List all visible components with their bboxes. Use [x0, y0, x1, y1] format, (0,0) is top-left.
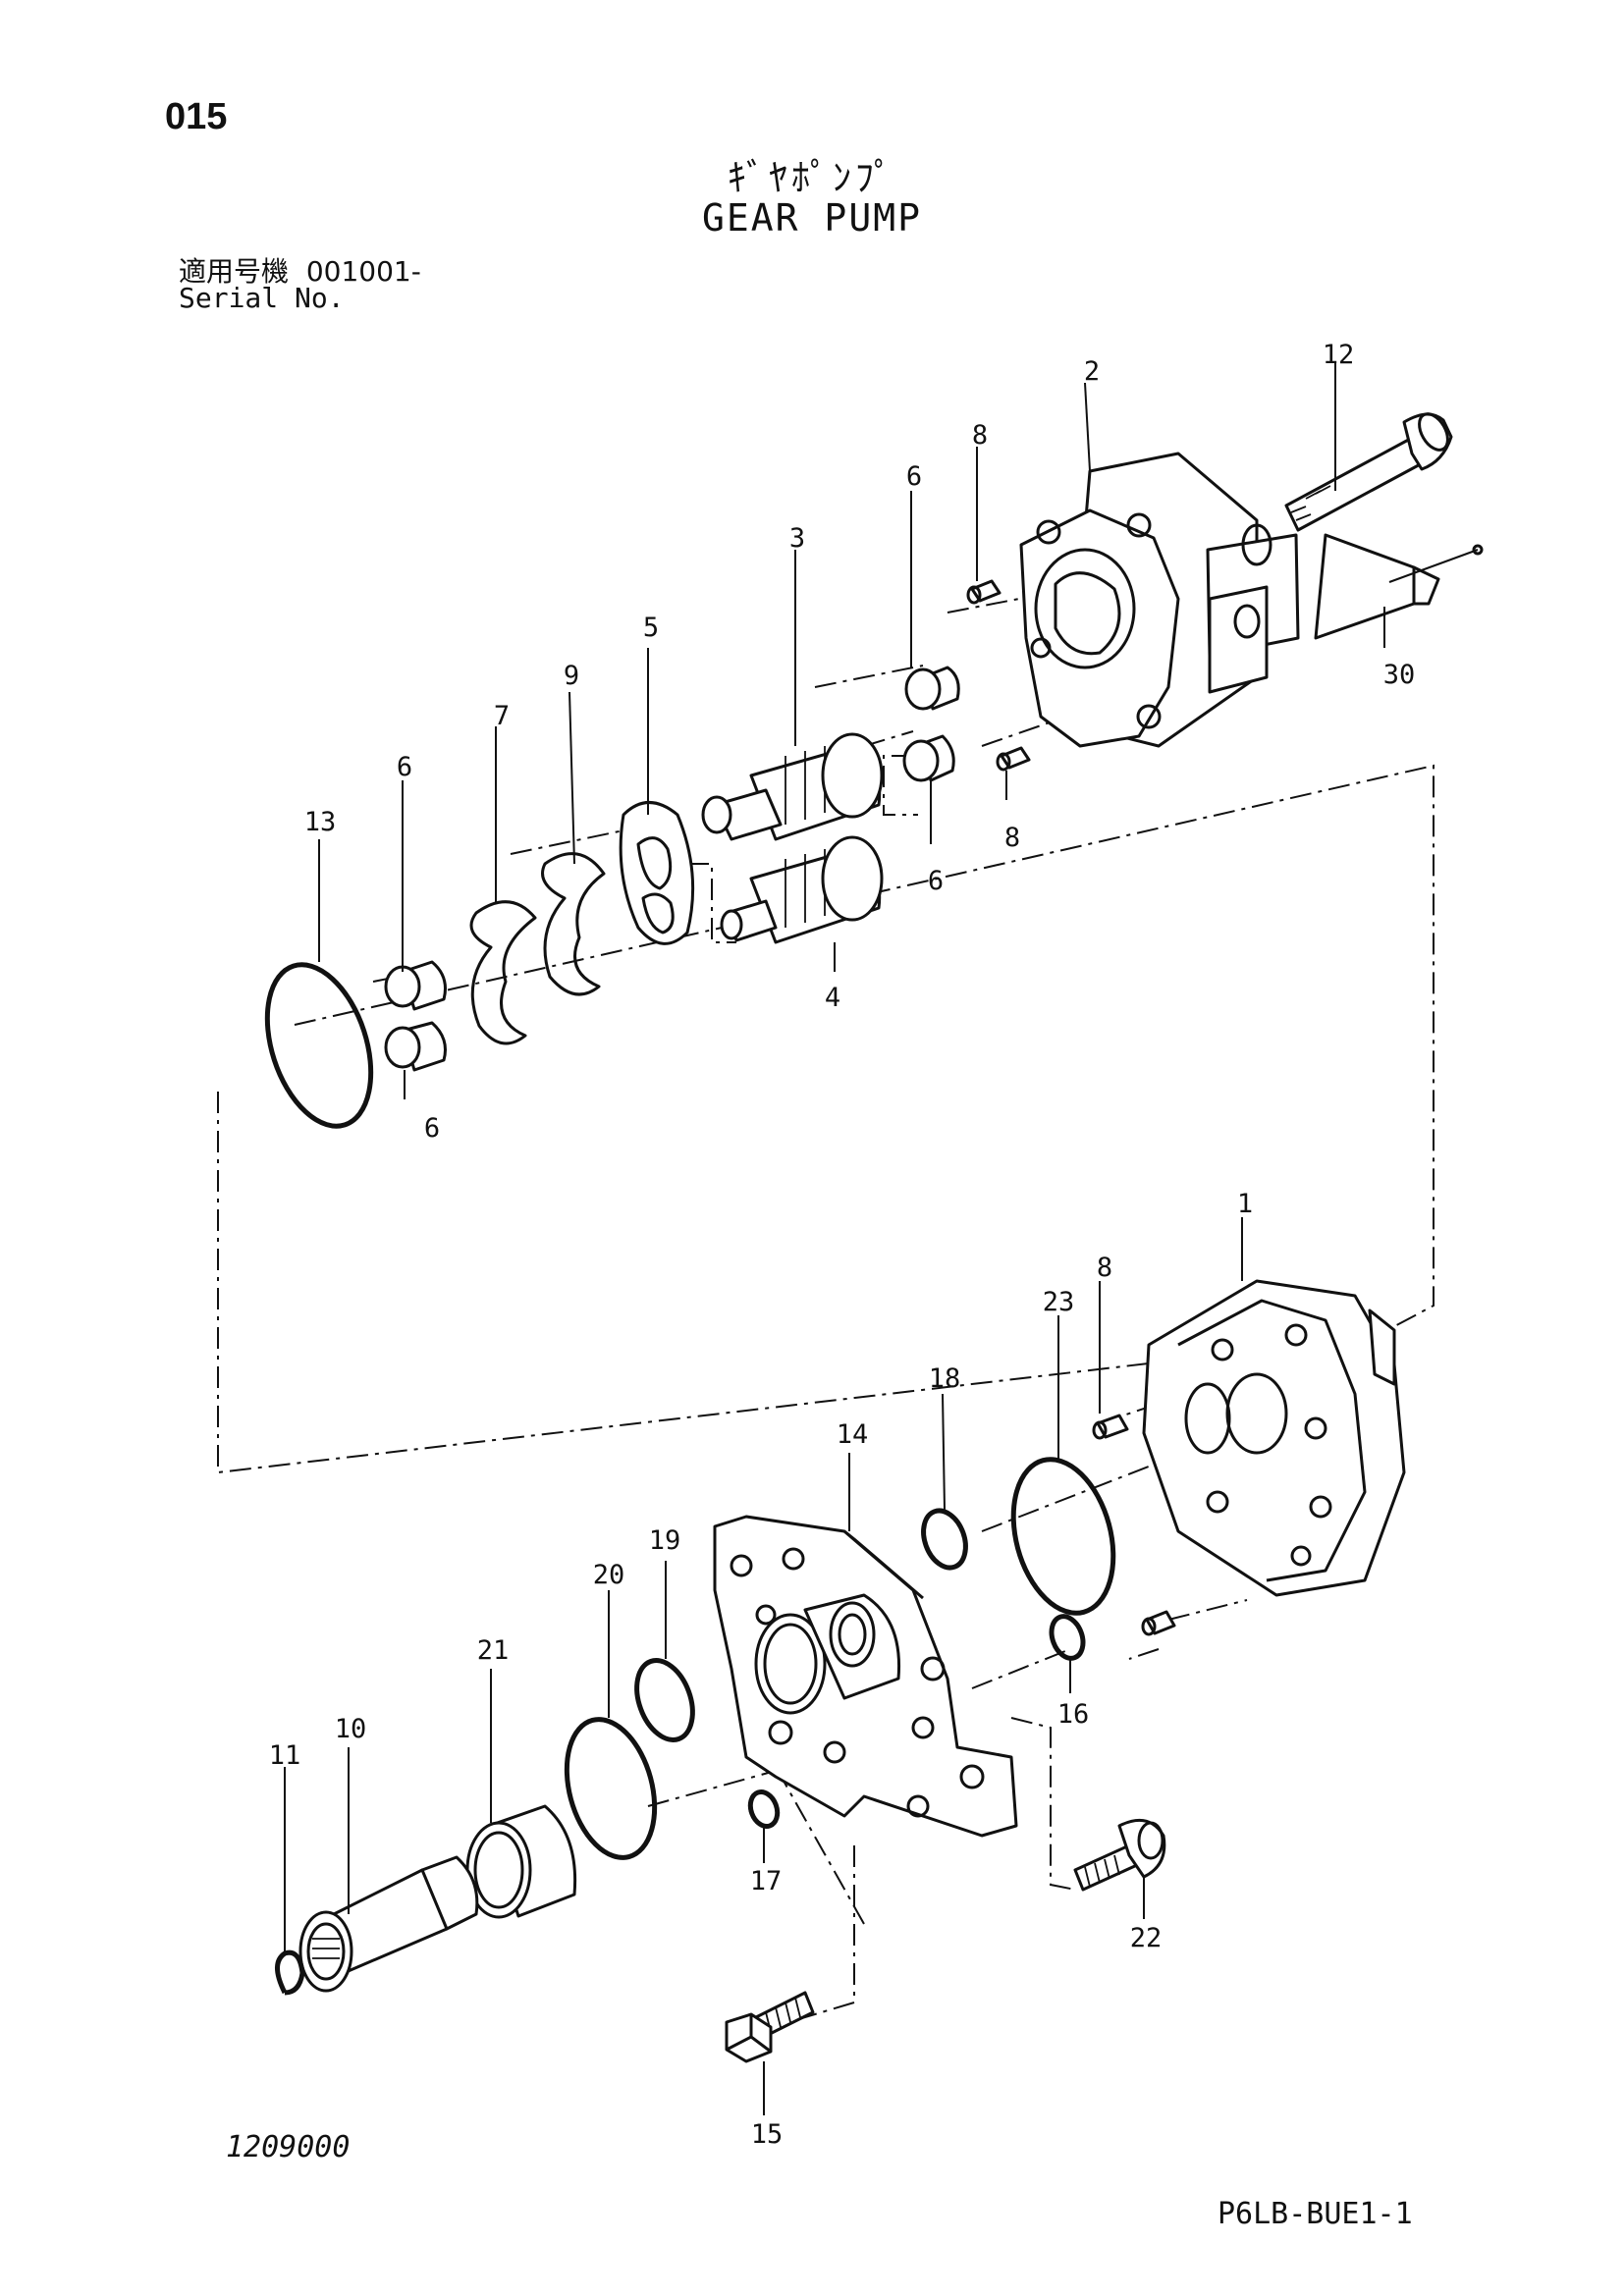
title-english: GEAR PUMP: [702, 196, 922, 240]
page-number: 015: [165, 96, 228, 137]
callout-6: 6: [928, 866, 944, 896]
bushing-6-upper-b: [902, 734, 955, 782]
serial-label-english: Serial No.: [179, 282, 345, 314]
coupling-10: [298, 1855, 479, 1993]
callout-8: 8: [972, 420, 988, 451]
cap-screw-22: [1073, 1818, 1166, 1892]
callout-labels: 2 12 8 6 3 5 9 7 6 13 8 6 30 4 6 1 8 23 …: [269, 340, 1416, 2150]
o-ring-19: [634, 1658, 695, 1742]
pin-8-upper: [966, 579, 1031, 772]
callout-3: 3: [789, 523, 805, 554]
callout-16: 16: [1057, 1699, 1090, 1730]
callout-10: 10: [335, 1714, 367, 1744]
seal-9: [541, 852, 606, 996]
side-plate-5: [619, 801, 695, 945]
front-cover-14: [713, 1515, 1018, 1838]
o-ring-17: [747, 1789, 781, 1829]
bolt-12: [1284, 412, 1453, 532]
callout-5: 5: [643, 613, 659, 643]
o-ring-18: [921, 1508, 968, 1571]
callout-19: 19: [649, 1525, 681, 1556]
callout-1: 1: [1237, 1189, 1253, 1219]
callout-6: 6: [906, 461, 922, 492]
drive-gear-3: [701, 732, 884, 841]
hex-bolt-15: [725, 1991, 815, 2063]
bushing-6-lower-b: [384, 1021, 447, 1072]
title-japanese: ｷﾞﾔﾎﾟﾝﾌﾟ: [727, 156, 896, 199]
o-ring-20: [564, 1717, 658, 1860]
callout-23: 23: [1043, 1287, 1075, 1317]
o-ring-13: [264, 962, 374, 1129]
backup-ring-7: [469, 900, 537, 1045]
callout-7: 7: [494, 701, 510, 731]
callout-9: 9: [564, 661, 579, 691]
bushing-6-lower-a: [384, 960, 447, 1011]
callout-15: 15: [751, 2119, 784, 2150]
callout-4: 4: [825, 983, 840, 1013]
driven-gear-4: [720, 835, 884, 944]
document-code: P6LB-BUE1-1: [1218, 2197, 1413, 2231]
callout-30: 30: [1383, 660, 1416, 690]
serial-line: 適用号機 001001-: [179, 250, 421, 290]
pump-body-upper: [1019, 452, 1300, 748]
leader-lines: [284, 361, 1385, 2115]
callout-21: 21: [477, 1635, 510, 1666]
callout-8: 8: [1004, 823, 1020, 853]
callout-20: 20: [593, 1560, 625, 1590]
sleeve-21: [465, 1804, 577, 1919]
serial-label-japanese: 適用号機: [179, 255, 290, 288]
serial-value: 001001-: [305, 255, 421, 288]
callout-17: 17: [750, 1866, 783, 1896]
bushing-6-upper-a: [904, 666, 960, 711]
drawing-number: 1209000: [226, 2130, 351, 2164]
callout-18: 18: [929, 1363, 961, 1394]
callout-22: 22: [1130, 1923, 1163, 1953]
callout-14: 14: [837, 1419, 869, 1450]
callout-8: 8: [1097, 1253, 1112, 1283]
o-ring-16: [1049, 1614, 1086, 1661]
callout-2: 2: [1084, 356, 1100, 387]
callout-13: 13: [304, 807, 337, 837]
name-plate-30: [1314, 533, 1484, 640]
callout-6: 6: [397, 752, 412, 782]
pump-body-lower: [1142, 1279, 1406, 1597]
snap-ring-11: [275, 1949, 305, 1996]
callout-11: 11: [269, 1740, 301, 1771]
callout-12: 12: [1323, 340, 1355, 370]
o-ring-23: [1010, 1457, 1116, 1616]
callout-6: 6: [424, 1113, 440, 1144]
pin-8-lower: [1092, 1414, 1176, 1636]
